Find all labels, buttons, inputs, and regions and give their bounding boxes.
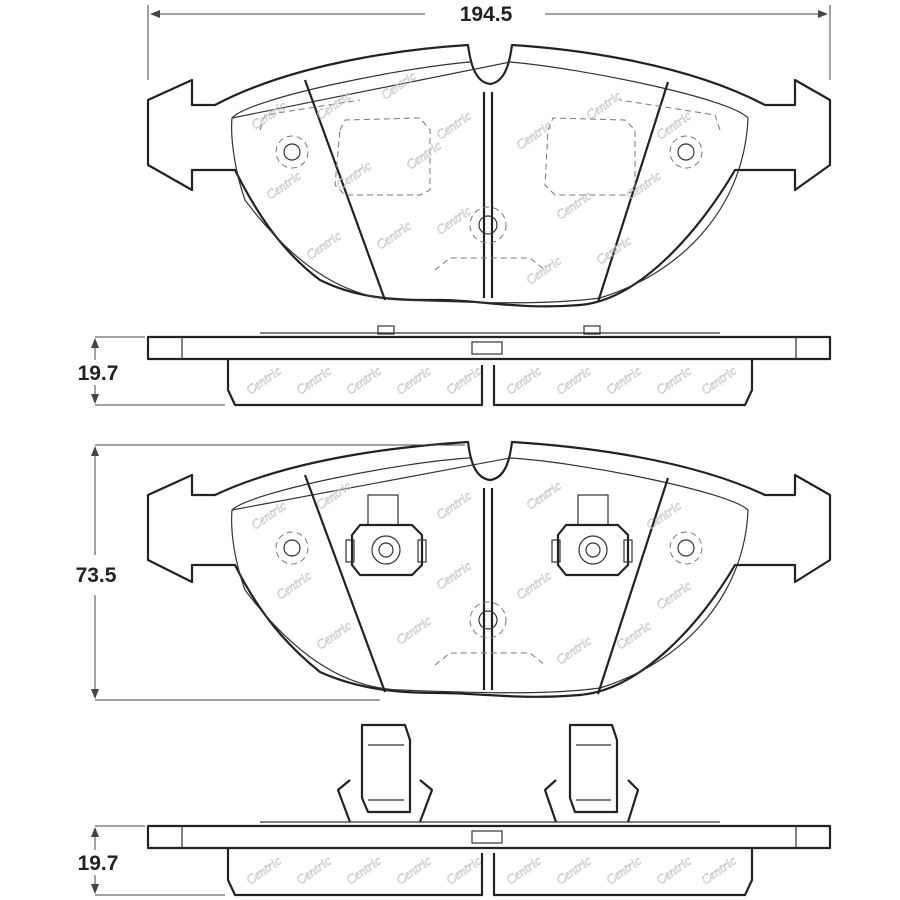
svg-text:Centric: Centric xyxy=(303,228,344,263)
svg-text:Centric: Centric xyxy=(603,363,644,398)
clip-side-left xyxy=(336,723,434,823)
svg-text:Centric: Centric xyxy=(443,853,484,888)
svg-text:Centric: Centric xyxy=(653,578,694,613)
width-dimension: 194.5 xyxy=(147,3,831,80)
svg-text:Centric: Centric xyxy=(313,478,354,513)
svg-text:Centric: Centric xyxy=(433,558,474,593)
watermark-bottom-side: Centric Centric Centric Centric Centric … xyxy=(243,852,739,888)
thickness-label-top: 19.7 xyxy=(78,362,119,385)
svg-text:Centric: Centric xyxy=(273,568,314,603)
svg-text:Centric: Centric xyxy=(523,253,564,288)
svg-text:Centric: Centric xyxy=(313,618,354,653)
svg-text:Centric: Centric xyxy=(623,168,664,203)
thickness-label-bottom: 19.7 xyxy=(78,852,119,875)
svg-text:Centric: Centric xyxy=(433,488,474,523)
svg-text:Centric: Centric xyxy=(263,168,304,203)
svg-text:Centric: Centric xyxy=(393,363,434,398)
svg-text:Centric: Centric xyxy=(243,853,284,888)
svg-text:Centric: Centric xyxy=(313,88,354,123)
clip-right xyxy=(551,494,633,577)
svg-text:Centric: Centric xyxy=(698,363,739,398)
height-dimension: 73.5 xyxy=(76,444,465,701)
pad-side-view-bottom: Centric Centric Centric Centric Centric … xyxy=(146,723,832,897)
watermark-rear-pad: Centric Centric Centric Centric Centric … xyxy=(248,477,694,668)
svg-text:Centric: Centric xyxy=(293,363,334,398)
height-label: 73.5 xyxy=(76,564,117,587)
svg-text:Centric: Centric xyxy=(403,138,444,173)
svg-text:Centric: Centric xyxy=(433,108,474,143)
svg-text:Centric: Centric xyxy=(373,218,414,253)
svg-text:Centric: Centric xyxy=(583,88,624,123)
svg-text:Centric: Centric xyxy=(443,363,484,398)
pad-front-view-top: Centric Centric Centric Centric Centric … xyxy=(146,43,832,308)
svg-text:Centric: Centric xyxy=(503,853,544,888)
svg-text:Centric: Centric xyxy=(293,853,334,888)
watermark-top-side: Centric Centric Centric Centric Centric … xyxy=(243,362,739,398)
svg-text:Centric: Centric xyxy=(523,478,564,513)
svg-text:Centric: Centric xyxy=(503,363,544,398)
svg-text:Centric: Centric xyxy=(343,853,384,888)
pad-rear-view: Centric Centric Centric Centric Centric … xyxy=(146,440,832,698)
thickness-dimension-bottom: 19.7 xyxy=(78,825,225,896)
svg-text:Centric: Centric xyxy=(653,363,694,398)
svg-text:Centric: Centric xyxy=(248,98,289,133)
svg-text:Centric: Centric xyxy=(343,363,384,398)
svg-text:Centric: Centric xyxy=(243,363,284,398)
svg-text:Centric: Centric xyxy=(603,853,644,888)
pad-side-view-top: Centric Centric Centric Centric Centric … xyxy=(146,325,832,407)
svg-text:Centric: Centric xyxy=(553,363,594,398)
svg-text:Centric: Centric xyxy=(393,613,434,648)
svg-text:Centric: Centric xyxy=(553,188,594,223)
width-label: 194.5 xyxy=(460,3,513,26)
clip-side-right xyxy=(543,723,640,823)
svg-text:Centric: Centric xyxy=(433,203,474,238)
clip-left xyxy=(345,494,427,577)
svg-text:Centric: Centric xyxy=(553,853,594,888)
svg-text:Centric: Centric xyxy=(613,618,654,653)
svg-text:Centric: Centric xyxy=(593,233,634,268)
svg-text:Centric: Centric xyxy=(513,568,554,603)
svg-text:Centric: Centric xyxy=(698,853,739,888)
svg-text:Centric: Centric xyxy=(653,853,694,888)
svg-text:Centric: Centric xyxy=(553,633,594,668)
svg-text:Centric: Centric xyxy=(333,158,374,193)
svg-text:Centric: Centric xyxy=(393,853,434,888)
thickness-dimension-top: 19.7 xyxy=(78,336,225,406)
svg-text:Centric: Centric xyxy=(643,498,684,533)
svg-text:Centric: Centric xyxy=(378,68,419,103)
